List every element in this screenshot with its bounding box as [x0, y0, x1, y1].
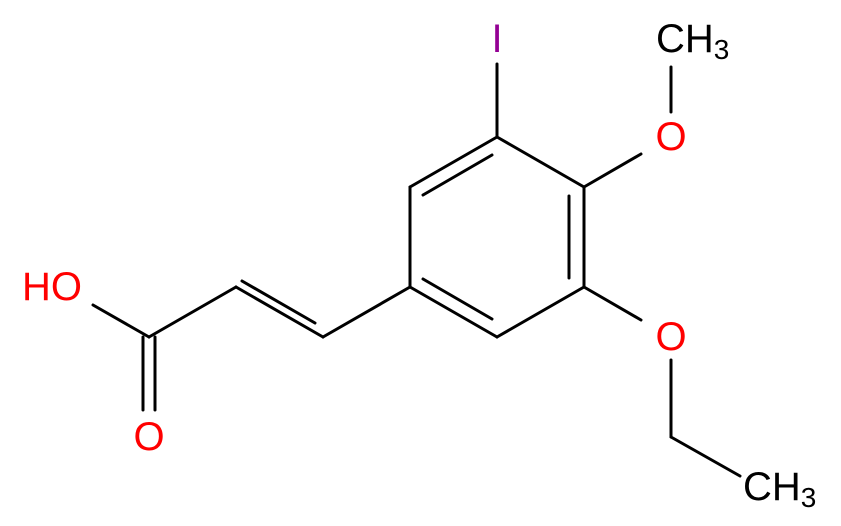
ring-bond-c1-c2: [408, 135, 499, 189]
ring-bond-c3-c4-inner: [421, 277, 494, 321]
methoxy-methyl-symbol: CH: [656, 17, 714, 61]
bond-ring-vinyl: [321, 285, 412, 339]
ethyl-methyl-label: CH3: [743, 465, 816, 513]
ethyl-methyl-subscript: 3: [801, 482, 817, 513]
bond-vinyl-double-inner: [240, 279, 317, 325]
ring-bond-c1-c2-inner: [421, 153, 494, 197]
benzene-ring: [408, 135, 586, 339]
ring-bond-c4-c5: [495, 285, 586, 339]
bond-vinyl-double-outer: [234, 285, 325, 339]
ethyl-methyl-symbol: CH: [743, 465, 801, 509]
ring-bond-c3-c4: [408, 285, 499, 339]
ring-bond-c6-c1: [495, 135, 586, 189]
methoxy-methyl-label: CH3: [656, 17, 729, 65]
bond-ring-ethoxy-oxygen: [582, 285, 643, 322]
bond-ring-methoxy-oxygen: [582, 152, 643, 189]
carbonyl-oxygen-label: O: [133, 415, 164, 459]
ethoxy-oxygen-label: O: [655, 315, 686, 359]
hydroxyl-label: HO: [22, 265, 82, 309]
methoxy-methyl-subscript: 3: [714, 34, 730, 65]
bond-ch2-ch3: [669, 435, 742, 478]
bond-vinyl-carboxyl: [147, 285, 238, 339]
bond-carboxyl-hydroxyl: [91, 303, 151, 339]
iodine-label: I: [491, 17, 502, 61]
methoxy-oxygen-label: O: [655, 115, 686, 159]
